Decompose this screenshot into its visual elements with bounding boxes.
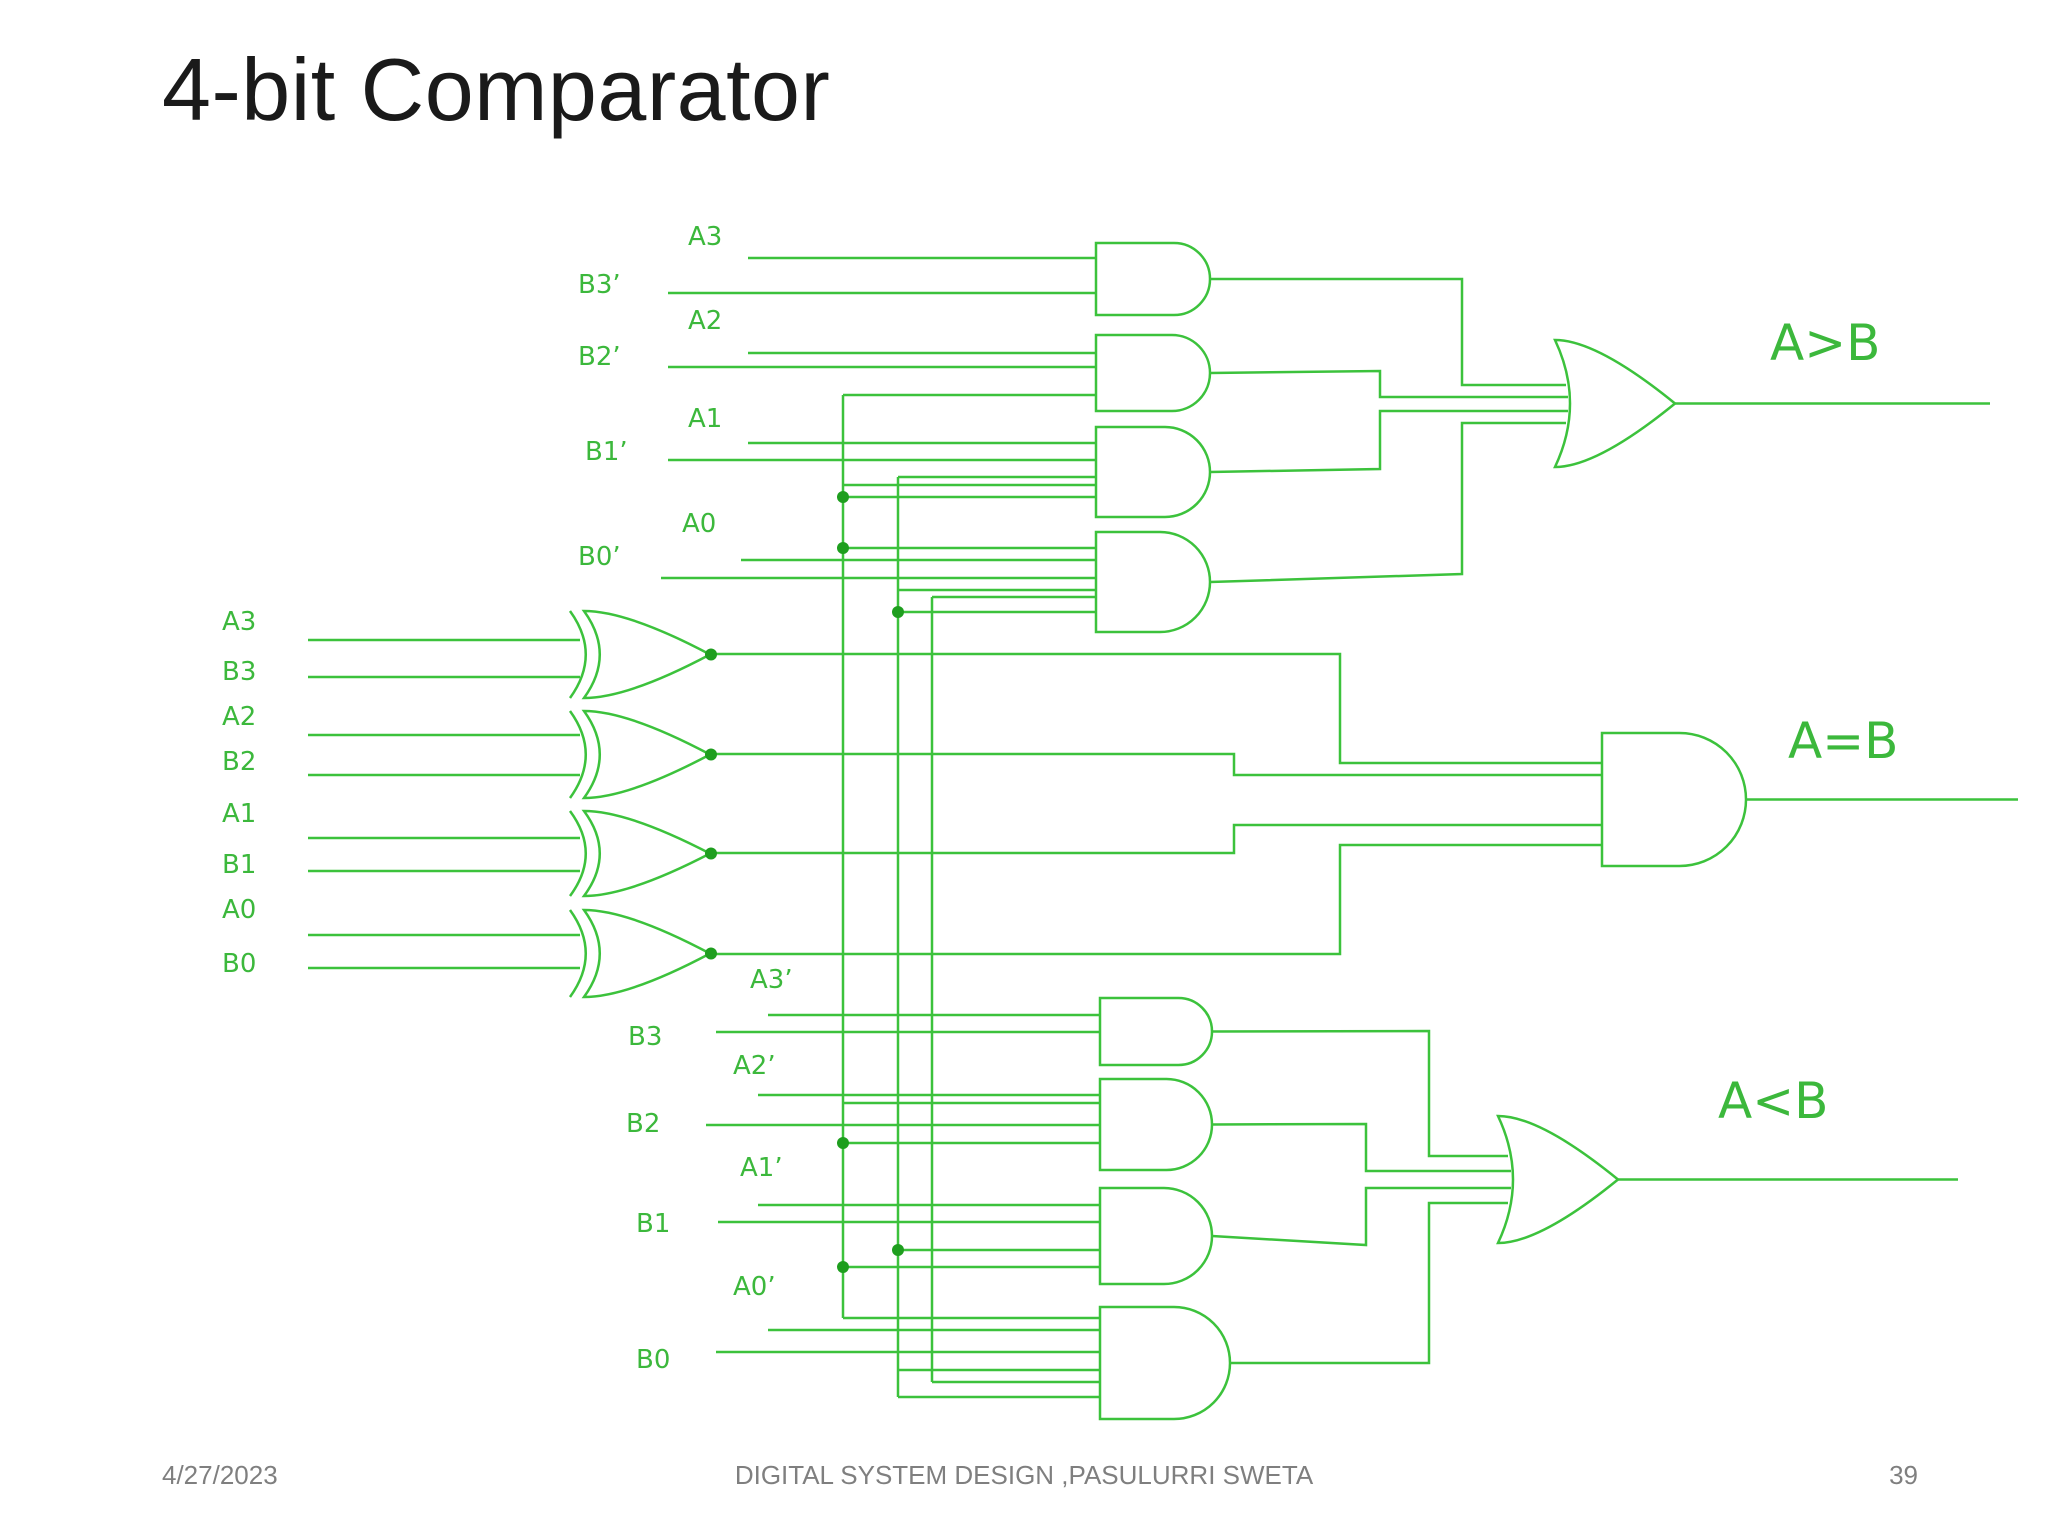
and-gate-lt-2: [1098, 1077, 1214, 1172]
signal-labels: A3B3’A2B2’A1B1’A0B0’A>BA3B3A2B2A1B1A0B0A…: [222, 222, 1898, 1375]
gt-input-label: B1’: [585, 437, 628, 467]
gt-and-out: [1209, 409, 1568, 474]
lt-input-label: A2’: [733, 1051, 776, 1081]
xnor-gate-1: [568, 809, 713, 898]
eq-in-wire: [710, 752, 1602, 777]
eq-in-wire: [710, 652, 1602, 765]
footer-date: 4/27/2023: [162, 1460, 278, 1490]
output-label-eq: A=B: [1788, 712, 1898, 770]
junction-dot: [837, 1137, 849, 1149]
lt-input-label: B2: [626, 1109, 660, 1139]
junction-dot: [892, 1244, 904, 1256]
lt-and-out: [1211, 1029, 1508, 1158]
lt-and-out: [1230, 1201, 1508, 1365]
xnor-input-label: A1: [222, 799, 256, 829]
wires: [308, 256, 2018, 1399]
lt-input-label: B3: [628, 1022, 662, 1052]
junction-dot: [837, 1261, 849, 1273]
or-gate-gt: [1553, 338, 1677, 469]
or-gate-lt: [1496, 1114, 1620, 1245]
and-gate-gt-3: [1094, 241, 1212, 317]
output-label-gt: A>B: [1770, 314, 1880, 372]
slide-title: 4-bit Comparator: [162, 40, 831, 139]
xnor-input-label: B0: [222, 949, 256, 979]
and-gate-lt-0: [1098, 1305, 1232, 1421]
lt-input-label: A0’: [733, 1272, 776, 1302]
gt-and-out: [1209, 421, 1566, 584]
xnor-input-label: A0: [222, 895, 256, 925]
xnor-input-label: A3: [222, 607, 256, 637]
xnor-gate-0: [568, 908, 713, 999]
lt-input-label: B0: [636, 1345, 670, 1375]
gt-and-out: [1209, 369, 1568, 399]
and-gate-gt-0: [1094, 530, 1212, 634]
xnor-gate-2: [568, 709, 713, 800]
junction-dot: [892, 606, 904, 618]
footer-title: DIGITAL SYSTEM DESIGN ,PASULURRI SWETA: [734, 1460, 1314, 1490]
lt-input-label: A1’: [740, 1153, 783, 1183]
gt-input-label: A1: [688, 404, 722, 434]
junction-dot: [837, 491, 849, 503]
xnor-input-label: B2: [222, 747, 256, 777]
xnor-gate-3: [568, 609, 713, 700]
and-gate-lt-3: [1098, 996, 1214, 1067]
and-gate-eq: [1600, 731, 1748, 868]
lt-and-out: [1211, 1122, 1511, 1173]
lt-input-label: B1: [636, 1209, 670, 1239]
gt-input-label: B0’: [578, 542, 621, 572]
xnor-input-label: B3: [222, 657, 256, 687]
gt-input-label: A3: [688, 222, 722, 252]
gt-input-label: B2’: [578, 342, 621, 372]
page-number: 39: [1889, 1460, 1918, 1490]
and-gate-lt-1: [1098, 1186, 1214, 1286]
gt-input-label: A2: [688, 306, 722, 336]
gates: [568, 241, 1748, 1421]
junction-dot: [837, 542, 849, 554]
junction-dot: [705, 648, 717, 661]
lt-input-label: A3’: [750, 965, 793, 995]
eq-in-wire: [710, 843, 1602, 956]
lt-and-out: [1211, 1186, 1511, 1247]
output-label-lt: A<B: [1718, 1072, 1828, 1130]
xnor-input-label: A2: [222, 702, 256, 732]
junction-dot: [705, 947, 717, 960]
junction-dot: [705, 748, 717, 761]
eq-in-wire: [710, 823, 1602, 855]
gt-input-label: A0: [682, 509, 716, 539]
junction-dots: [705, 491, 904, 1273]
junction-dot: [705, 847, 717, 860]
gt-input-label: B3’: [578, 270, 621, 300]
and-gate-gt-2: [1094, 333, 1212, 413]
gt-and-out: [1210, 277, 1566, 387]
xnor-input-label: B1: [222, 850, 256, 880]
and-gate-gt-1: [1094, 425, 1212, 519]
